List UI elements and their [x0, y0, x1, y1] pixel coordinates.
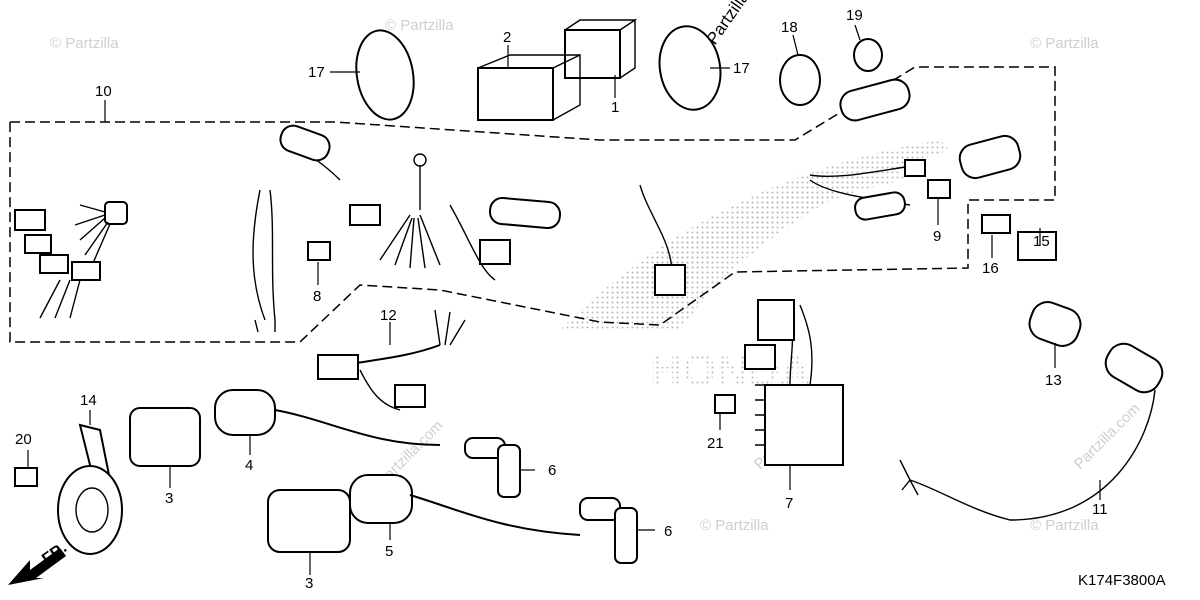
ignition-coil-part-4	[214, 389, 441, 446]
part-callouts: 1 2 3 3 4 5 6 6 7 8 9 10 11 12 13 14 15 …	[15, 7, 1108, 592]
callout-7: 7	[785, 495, 793, 512]
callout-8: 8	[313, 288, 321, 305]
harness-band-17	[355, 25, 883, 121]
callout-3: 3	[165, 490, 173, 507]
callout-5: 5	[385, 543, 393, 560]
cable-cover-part-13	[1028, 301, 1082, 347]
plug-cap-part-3	[129, 407, 351, 553]
callout-3: 3	[305, 575, 313, 592]
callout-20: 20	[15, 431, 32, 448]
harness-group-outline	[9, 66, 1056, 343]
copyright-watermark: © Partzilla	[385, 17, 454, 34]
callout-19: 19	[846, 7, 863, 24]
callout-9: 9	[933, 228, 941, 245]
site-watermark: Partzilla.com	[1071, 400, 1144, 473]
callout-21: 21	[707, 435, 724, 452]
regulator-part-7	[714, 299, 844, 466]
copyright-watermark: © Partzilla	[1030, 35, 1099, 52]
callout-17: 17	[308, 64, 325, 81]
callout-13: 13	[1045, 372, 1062, 389]
callout-1: 1	[611, 99, 619, 116]
copyright-watermark: © Partzilla	[50, 35, 119, 52]
relay-part-1	[564, 18, 638, 79]
callout-16: 16	[982, 260, 999, 277]
callout-12: 12	[380, 307, 397, 324]
spark-plug-cap-part-6	[464, 437, 638, 564]
diagram-code: K174F3800A	[1078, 572, 1166, 589]
callout-15: 15	[1033, 233, 1050, 250]
watermarks: © Partzilla © Partzilla © Partzilla © Pa…	[50, 0, 1144, 534]
ignition-coil-part-5	[349, 474, 581, 536]
callout-10: 10	[95, 83, 112, 100]
sub-harness-part-12	[317, 309, 466, 411]
callout-11: 11	[1092, 501, 1108, 518]
cable-part-11	[899, 342, 1164, 521]
copyright-watermark: © Partzilla	[700, 517, 769, 534]
callout-2: 2	[503, 29, 511, 46]
callout-14: 14	[80, 392, 97, 409]
small-connectors	[307, 179, 1057, 261]
callout-4: 4	[245, 457, 253, 474]
callout-leaders	[27, 24, 1101, 575]
callout-18: 18	[781, 19, 798, 36]
front-direction-arrow: FR.	[8, 539, 70, 585]
callout-6: 6	[664, 523, 672, 540]
callout-17: 17	[733, 60, 750, 77]
copyright-watermark: © Partzilla	[1030, 517, 1099, 534]
callout-6: 6	[548, 462, 556, 479]
horn-part-14	[14, 423, 123, 555]
control-unit-part-2	[477, 53, 581, 121]
main-wire-harness	[14, 78, 1022, 333]
